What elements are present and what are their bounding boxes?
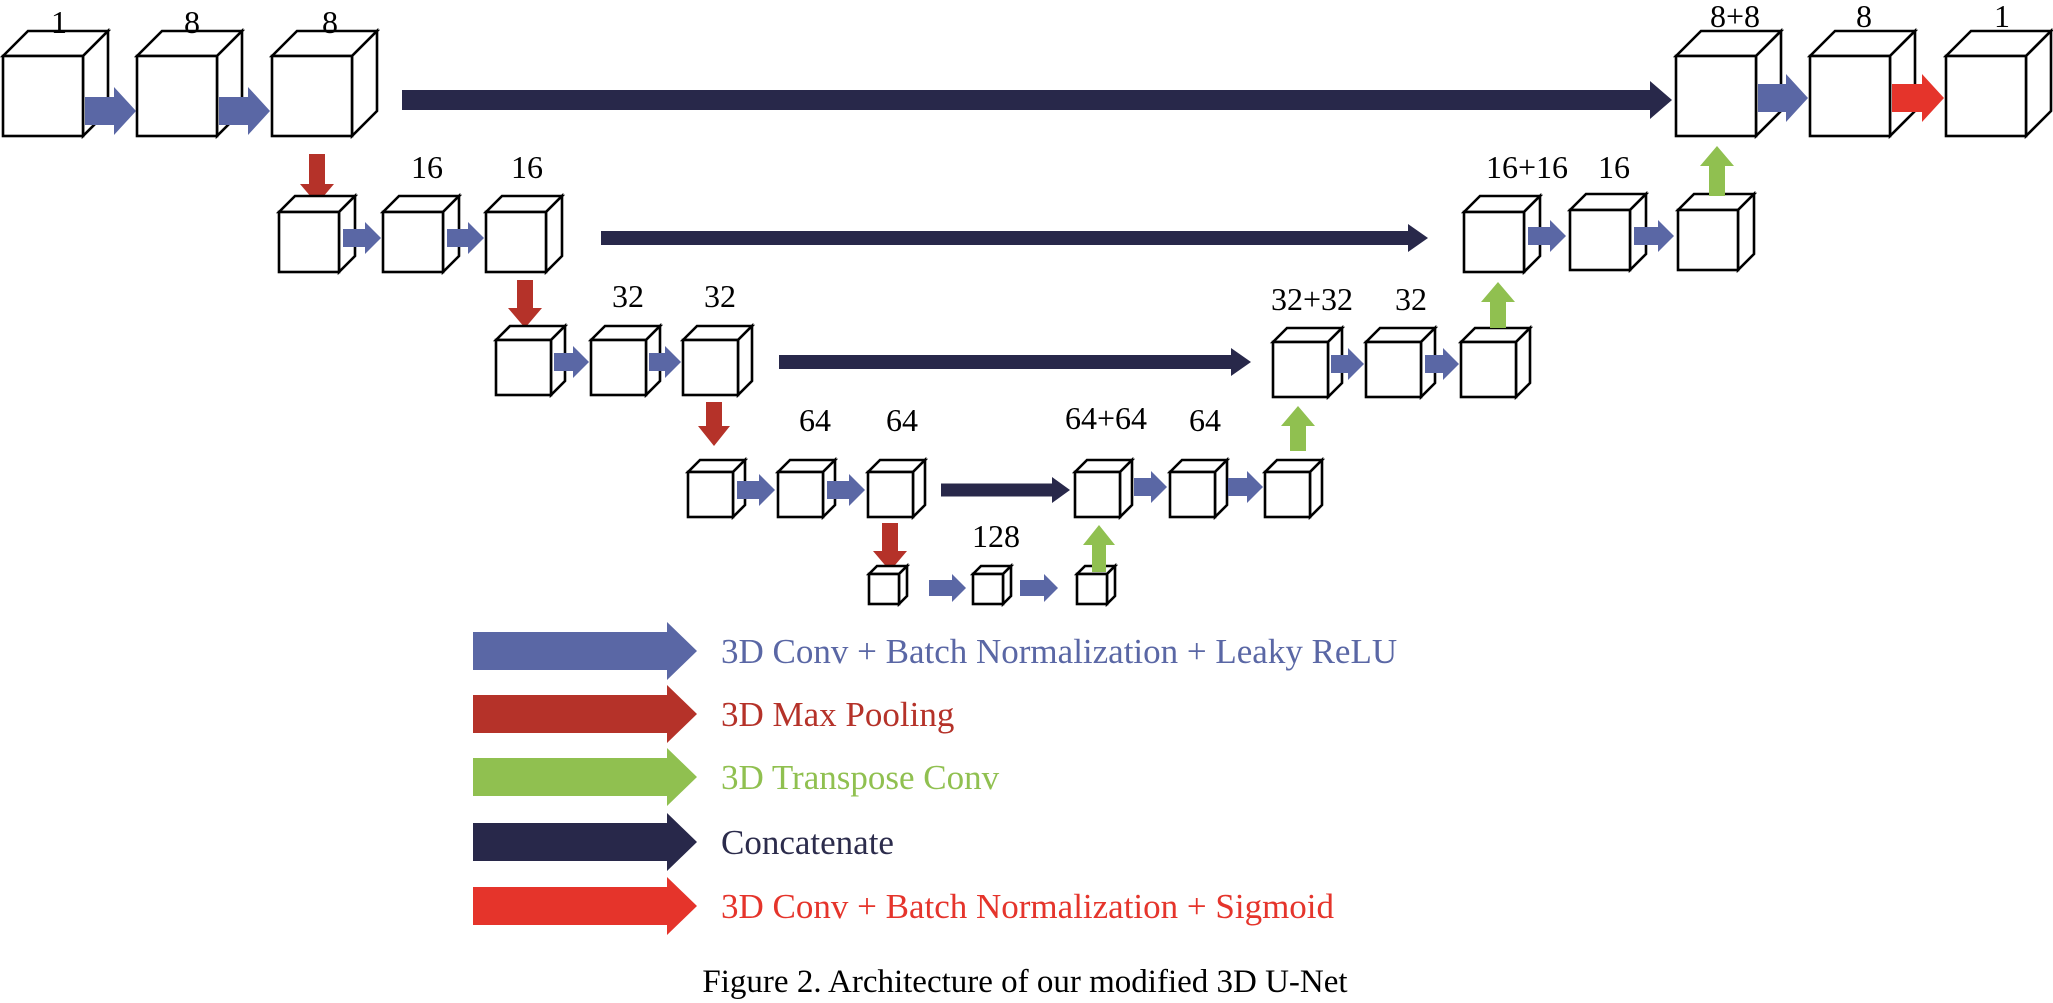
conv-arrow: [737, 474, 775, 506]
pool-arrow: [698, 402, 730, 446]
conv-arrow: [1331, 348, 1364, 380]
channel-label: 64: [886, 402, 918, 438]
cube-dec-l3-up: [1261, 456, 1326, 521]
conv-arrow: [219, 87, 270, 135]
conv-arrow: [1020, 574, 1058, 602]
channel-label: 64: [1189, 402, 1221, 438]
cube-enc-l2-a: [492, 322, 569, 399]
channel-label: 16: [411, 149, 443, 185]
channel-label: 32+32: [1271, 281, 1353, 317]
cube-dec-l3-a: [1166, 456, 1231, 521]
conv-arrow: [554, 346, 589, 378]
conv-arrow: [343, 222, 381, 254]
channel-label: 1: [1994, 0, 2010, 34]
conv-arrow: [447, 222, 484, 254]
concat-arrow: [402, 81, 1672, 119]
cube-dec-l0-concat: [1672, 27, 1785, 140]
channel-label: 32: [1395, 281, 1427, 317]
cube-enc-l3-b: [774, 456, 839, 521]
transpose-arrow: [1083, 525, 1115, 572]
channel-label: 128: [972, 518, 1020, 554]
concat-arrow: [601, 224, 1428, 252]
channel-label: 16: [1598, 149, 1630, 185]
cube-enc-l0-b: [268, 27, 381, 140]
conv-arrow: [827, 474, 865, 506]
conv-arrow: [1528, 220, 1566, 252]
legend-arrow-pool: [473, 685, 697, 743]
cube-enc-l1-c: [482, 192, 566, 276]
legend-arrow-transpose: [473, 748, 697, 806]
cube-enc-l1-a: [275, 192, 359, 276]
cube-enc-l1-b: [379, 192, 463, 276]
channel-label: 64: [799, 402, 831, 438]
sigmoid-arrow: [1892, 74, 1944, 122]
cube-enc-l3-c: [864, 456, 929, 521]
cube-enc-l2-c: [679, 322, 756, 399]
cube-bottleneck-b: [969, 562, 1015, 608]
cube-dec-l1-up: [1674, 190, 1758, 274]
conv-arrow: [1758, 74, 1808, 122]
transpose-arrow: [1281, 406, 1315, 451]
conv-arrow: [1134, 471, 1167, 503]
conv-arrow: [1634, 220, 1674, 252]
channel-label: 32: [704, 278, 736, 314]
legend-arrow-sigmoid: [473, 877, 697, 935]
cube-bottleneck-a: [865, 562, 911, 608]
cube-dec-l2-up: [1457, 324, 1534, 401]
conv-arrow: [1425, 348, 1459, 380]
figure-caption: Figure 2. Architecture of our modified 3…: [702, 964, 1347, 1000]
legend-label-pool: 3D Max Pooling: [721, 695, 954, 734]
legend-arrow-conv: [473, 622, 697, 680]
cube-enc-l2-b: [587, 322, 664, 399]
concat-arrow: [941, 477, 1070, 503]
cube-output: [1942, 27, 2053, 140]
conv-arrow: [1228, 471, 1263, 503]
channel-label: 8: [184, 4, 200, 40]
transpose-arrow: [1700, 146, 1734, 196]
channel-label: 8: [322, 4, 338, 40]
channel-label: 16: [511, 149, 543, 185]
pool-arrow: [508, 280, 542, 328]
cube-dec-l2-a: [1362, 324, 1439, 401]
legend-label-sigmoid: 3D Conv + Batch Normalization + Sigmoid: [721, 887, 1335, 926]
cube-enc-l3-a: [684, 456, 749, 521]
channel-label: 1: [51, 4, 67, 40]
channel-label: 8: [1856, 0, 1872, 34]
channel-label: 32: [612, 278, 644, 314]
cube-dec-l3-concat: [1071, 456, 1136, 521]
transpose-arrow: [1481, 282, 1515, 328]
channel-label: 8+8: [1710, 0, 1760, 34]
cube-dec-l0-a: [1806, 27, 1919, 140]
concat-arrow: [779, 348, 1251, 376]
conv-arrow: [929, 574, 966, 602]
legend-label-conv: 3D Conv + Batch Normalization + Leaky Re…: [721, 632, 1397, 671]
conv-arrow: [649, 346, 681, 378]
conv-arrow: [85, 87, 136, 135]
channel-label: 16+16: [1486, 149, 1568, 185]
legend-arrow-concat: [473, 813, 697, 871]
legend-label-concat: Concatenate: [721, 823, 894, 862]
channel-label: 64+64: [1065, 400, 1147, 436]
legend-label-transpose: 3D Transpose Conv: [721, 758, 1000, 797]
pool-arrow: [300, 154, 334, 204]
pool-arrow: [873, 523, 907, 571]
